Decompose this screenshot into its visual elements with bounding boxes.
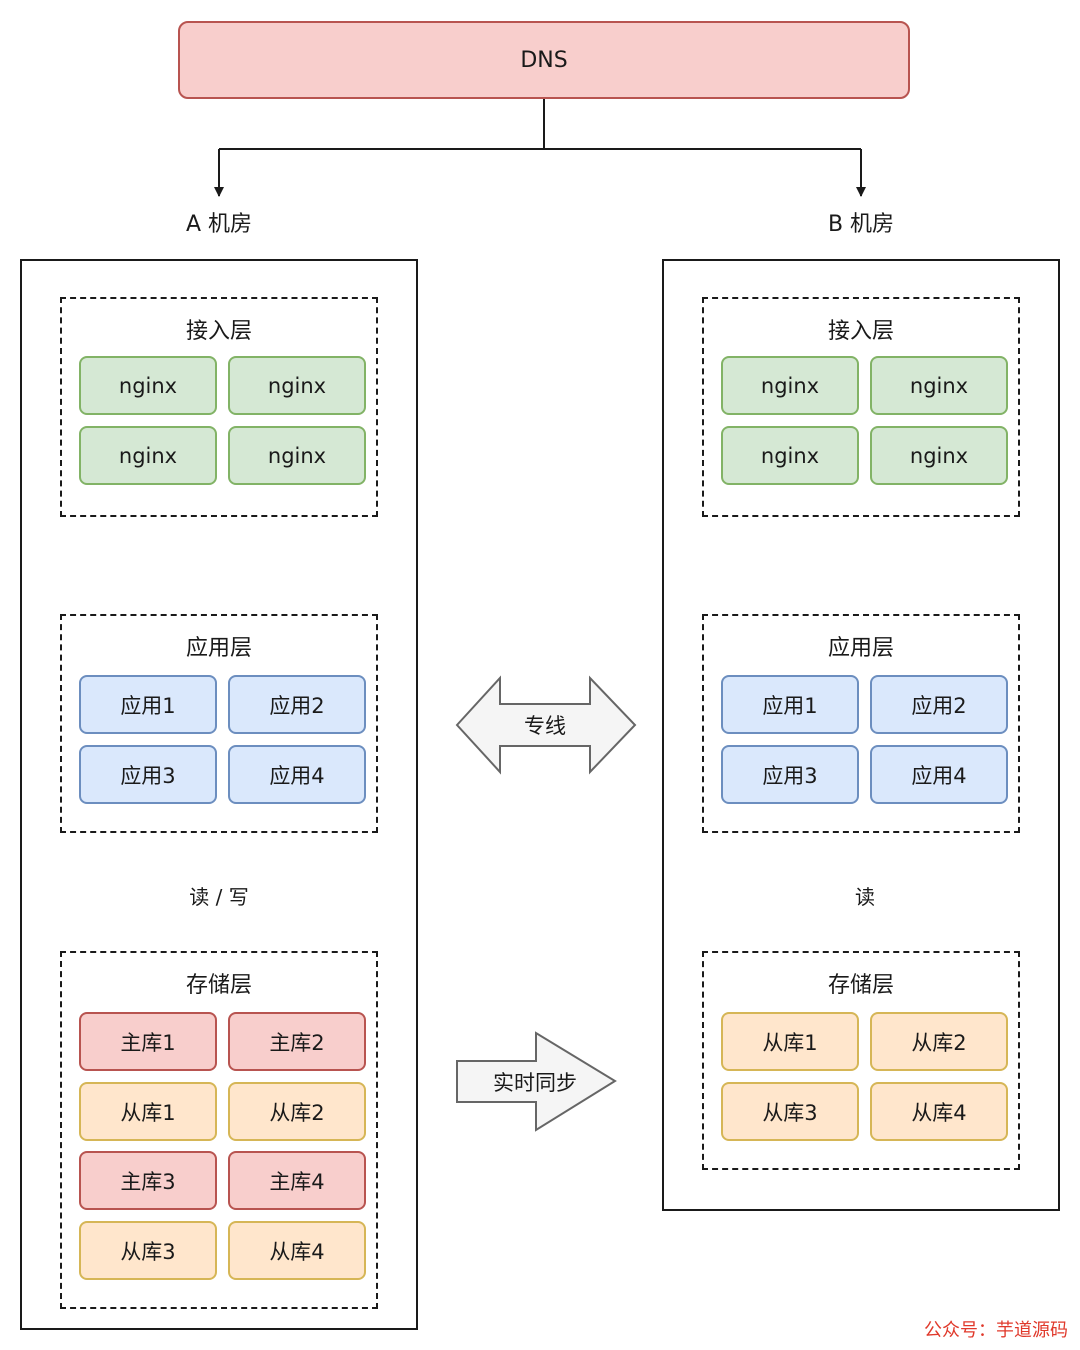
app-node: 应用3 — [79, 745, 217, 804]
room-a-access-layer: 接入层 nginx nginx nginx nginx — [60, 297, 378, 517]
room-a-storage-layer: 存储层 主库1 主库2 从库1 从库2 主库3 主库4 从库3 从库4 — [60, 951, 378, 1309]
room-b-storage-layer: 存储层 从库1 从库2 从库3 从库4 — [702, 951, 1020, 1170]
slave-db-node: 从库2 — [228, 1082, 366, 1141]
layer-title: 存储层 — [827, 973, 894, 998]
room-b-access-layer: 接入层 nginx nginx nginx nginx — [702, 297, 1020, 517]
dedicated-line-label: 专线 — [524, 714, 566, 738]
layer-title: 应用层 — [827, 636, 894, 661]
room-b-app-layer: 应用层 应用1 应用2 应用3 应用4 — [702, 614, 1020, 833]
app-node: 应用1 — [721, 675, 859, 734]
dns-label: DNS — [520, 47, 568, 73]
master-db-node: 主库2 — [228, 1012, 366, 1071]
app-node: 应用1 — [79, 675, 217, 734]
edge-dns-split — [219, 99, 861, 150]
edge-label-read-write: 读 / 写 — [169, 879, 269, 912]
app-node: 应用3 — [721, 745, 859, 804]
nginx-node: nginx — [870, 356, 1008, 415]
layer-title: 应用层 — [185, 636, 252, 661]
watermark-text: 公众号：芋道源码 — [924, 1320, 1068, 1341]
nginx-node: nginx — [870, 426, 1008, 485]
slave-db-node: 从库3 — [79, 1221, 217, 1280]
nginx-node: nginx — [228, 356, 366, 415]
edge-label-read: 读 — [836, 879, 894, 912]
layer-title: 接入层 — [185, 319, 252, 344]
realtime-sync-label: 实时同步 — [493, 1071, 577, 1095]
app-node: 应用2 — [870, 675, 1008, 734]
room-b-label: B 机房 — [827, 212, 895, 237]
nginx-node: nginx — [721, 426, 859, 485]
room-a-app-layer: 应用层 应用1 应用2 应用3 应用4 — [60, 614, 378, 833]
room-a-label: A 机房 — [185, 212, 253, 237]
slave-db-node: 从库4 — [870, 1082, 1008, 1141]
nginx-node: nginx — [228, 426, 366, 485]
master-db-node: 主库3 — [79, 1151, 217, 1210]
master-db-node: 主库4 — [228, 1151, 366, 1210]
app-node: 应用2 — [228, 675, 366, 734]
slave-db-node: 从库4 — [228, 1221, 366, 1280]
nginx-node: nginx — [79, 356, 217, 415]
nginx-node: nginx — [721, 356, 859, 415]
master-db-node: 主库1 — [79, 1012, 217, 1071]
slave-db-node: 从库1 — [79, 1082, 217, 1141]
nginx-node: nginx — [79, 426, 217, 485]
slave-db-node: 从库2 — [870, 1012, 1008, 1071]
slave-db-node: 从库1 — [721, 1012, 859, 1071]
layer-title: 接入层 — [827, 319, 894, 344]
app-node: 应用4 — [870, 745, 1008, 804]
dns-node: DNS — [178, 21, 910, 99]
app-node: 应用4 — [228, 745, 366, 804]
layer-title: 存储层 — [185, 973, 252, 998]
slave-db-node: 从库3 — [721, 1082, 859, 1141]
